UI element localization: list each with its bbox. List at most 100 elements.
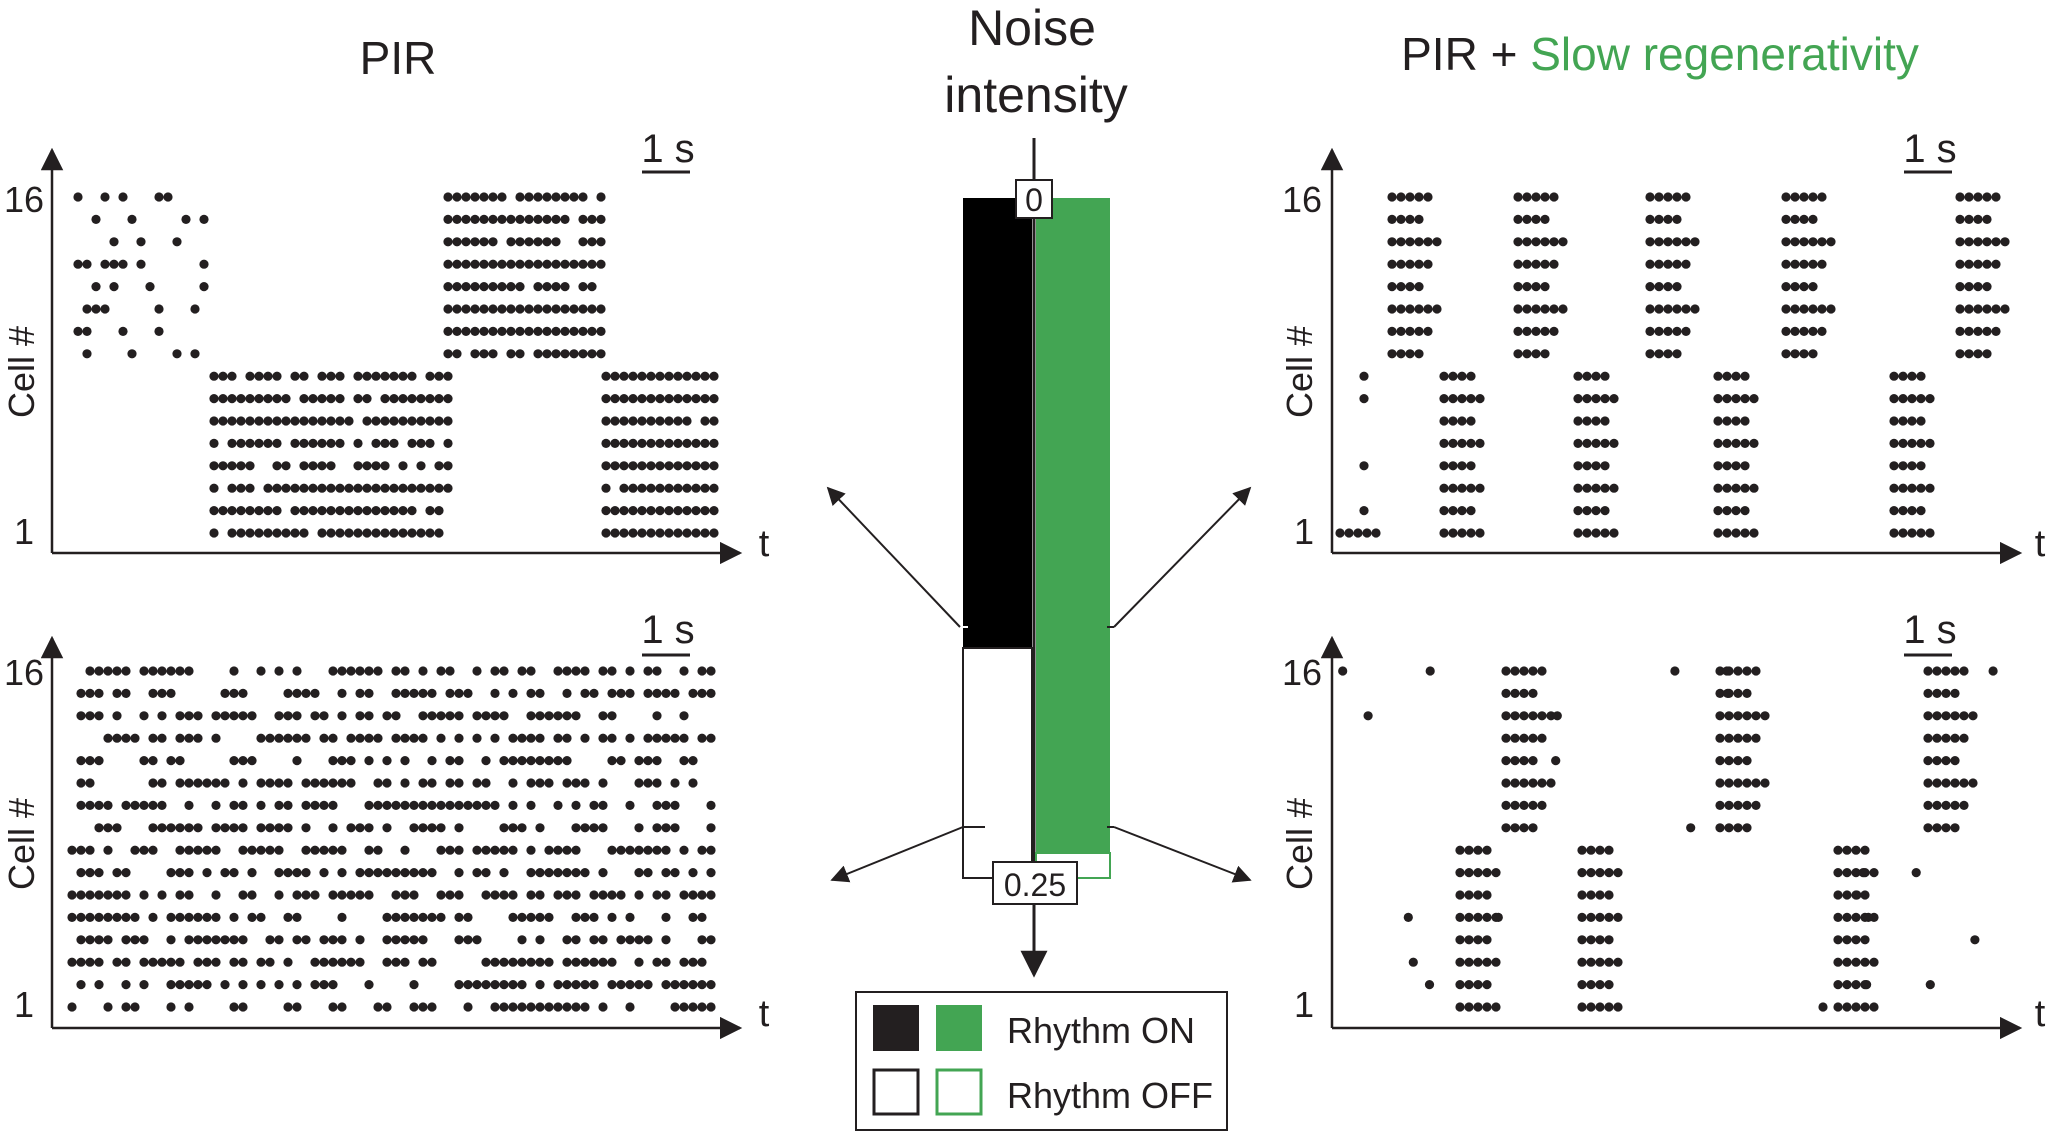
spike [1808, 192, 1818, 202]
spike [571, 980, 581, 990]
spike [1455, 980, 1465, 990]
spike [569, 304, 579, 314]
spike [679, 845, 689, 855]
spike [691, 506, 701, 516]
spike [661, 935, 671, 945]
spike [436, 666, 446, 676]
spike [121, 800, 131, 811]
spike [1654, 349, 1664, 359]
spike [1448, 483, 1458, 493]
spike [589, 935, 599, 945]
spike [508, 845, 518, 855]
spike [292, 935, 302, 945]
spike [670, 980, 680, 990]
title-pir-slow-regen: PIR + Slow regenerativity [1401, 28, 1919, 80]
spike [1842, 912, 1852, 923]
spike [553, 733, 563, 743]
spike [470, 237, 480, 247]
spike [580, 778, 590, 788]
y-tick-1: 1 [1294, 984, 1314, 1025]
spike [317, 528, 327, 538]
spike [488, 326, 498, 336]
spike [202, 845, 212, 855]
spike [655, 438, 665, 448]
spike [661, 890, 671, 900]
spike [1439, 528, 1449, 538]
spike [1448, 371, 1458, 381]
spike [211, 711, 221, 721]
spike [517, 733, 527, 743]
spike [443, 483, 453, 493]
spike [533, 237, 543, 247]
spike [1950, 778, 1960, 788]
spike [1991, 259, 2001, 269]
spike [76, 845, 86, 855]
spike [643, 733, 653, 743]
spike [488, 259, 498, 269]
spike [1898, 483, 1908, 493]
spike [452, 282, 462, 292]
spike [610, 394, 620, 404]
spike [655, 506, 665, 516]
spike [470, 349, 480, 359]
spike [175, 666, 185, 676]
spike [1898, 394, 1908, 404]
spike [1760, 711, 1770, 721]
spike [229, 800, 239, 811]
spike [380, 394, 390, 404]
spike [335, 371, 345, 381]
spike [688, 868, 698, 878]
spike [598, 711, 608, 721]
spike [1818, 1002, 1828, 1012]
spike [373, 800, 383, 811]
spike [229, 666, 239, 676]
spike [1540, 192, 1550, 202]
spike [1742, 711, 1752, 721]
spike [506, 214, 516, 224]
spike [434, 416, 444, 426]
spike [1424, 980, 1435, 990]
spike [407, 371, 417, 381]
spike [263, 394, 273, 404]
panel-pir-low-noise: 1 s 16 1 t Cell # [1, 127, 770, 565]
spike [425, 438, 435, 448]
spike [272, 416, 282, 426]
spike [326, 528, 336, 538]
spike [587, 349, 597, 359]
spike [470, 192, 480, 202]
spike [481, 980, 491, 990]
spike [580, 688, 590, 699]
spike [1528, 756, 1538, 766]
spike [418, 912, 428, 923]
spike [103, 935, 113, 945]
spike [245, 416, 255, 426]
spike [263, 506, 273, 516]
spike [1645, 192, 1655, 202]
spike [434, 394, 444, 404]
spike [1531, 304, 1541, 314]
spike [652, 845, 662, 855]
spike [400, 890, 410, 900]
spike [1898, 528, 1908, 538]
spike [274, 935, 284, 945]
spike [1582, 506, 1592, 516]
spike [436, 890, 446, 900]
spike [652, 800, 662, 811]
spike [1799, 282, 1809, 292]
spike [646, 461, 656, 471]
spike [1549, 237, 1559, 247]
spike [139, 666, 149, 676]
spike [1513, 259, 1523, 269]
spike [175, 711, 185, 721]
spike [1851, 868, 1861, 878]
spike [1672, 259, 1682, 269]
spike [1713, 528, 1723, 538]
spike [533, 349, 543, 359]
title-pir: PIR [360, 32, 437, 84]
spike [526, 957, 536, 967]
spike [562, 890, 572, 900]
spike [673, 371, 683, 381]
spike [700, 438, 710, 448]
spike [139, 845, 149, 855]
spike [337, 845, 347, 855]
